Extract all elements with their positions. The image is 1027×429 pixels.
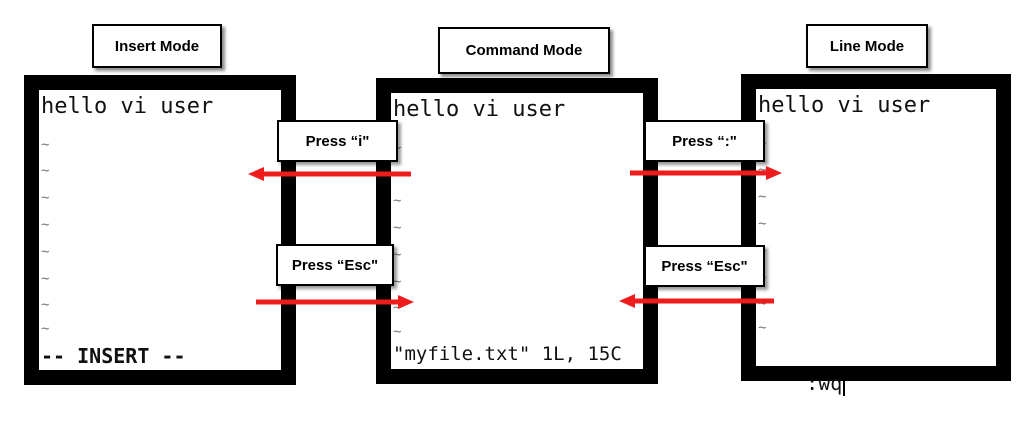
- tilde-marker: ~: [393, 324, 402, 340]
- tilde-marker: ~: [41, 321, 50, 337]
- tilde-marker: ~: [758, 216, 767, 232]
- tilde-marker: ~: [758, 189, 767, 205]
- insert-mode-title: Insert Mode: [92, 24, 222, 68]
- press-esc-insert-label: Press “Esc": [276, 244, 394, 286]
- tilde-marker: ~: [41, 244, 50, 260]
- tilde-marker: ~: [41, 271, 50, 287]
- line-mode-title: Line Mode: [806, 24, 928, 68]
- arrow-head-right: [398, 295, 414, 309]
- command-status-line: "myfile.txt" 1L, 15C: [393, 343, 622, 365]
- arrow-command-to-insert: [248, 167, 411, 181]
- text-cursor: [843, 373, 846, 396]
- line-status-text: :wq: [806, 371, 843, 395]
- arrow-insert-to-command: [256, 295, 414, 309]
- tilde-marker: ~: [758, 320, 767, 336]
- press-i-label: Press “i": [277, 120, 398, 162]
- tilde-marker: ~: [393, 300, 402, 316]
- tilde-marker: ~: [41, 297, 50, 313]
- insert-mode-screen: hello vi user ~ ~ ~ ~ ~ ~ ~ ~ -- INSERT …: [24, 75, 296, 385]
- insert-status-line: -- INSERT --: [41, 344, 186, 368]
- command-mode-title: Command Mode: [438, 27, 610, 74]
- arrow-command-to-line: [630, 166, 782, 180]
- tilde-marker: ~: [393, 220, 402, 236]
- press-esc-line-label: Press “Esc": [644, 245, 765, 287]
- arrow-head-left: [248, 167, 264, 181]
- insert-text-line: hello vi user: [41, 94, 214, 119]
- arrow-line-to-command: [619, 294, 774, 308]
- arrow-head-right: [766, 166, 782, 180]
- arrow-head-left: [619, 294, 635, 308]
- tilde-marker: ~: [41, 163, 50, 179]
- command-mode-screen: hello vi user ~ ~ ~ ~ ~ ~ ~ ~ "myfile.tx…: [376, 78, 658, 384]
- line-command-entry: :wq: [758, 347, 846, 420]
- tilde-marker: ~: [41, 217, 50, 233]
- line-mode-screen: hello vi user ~ ~ ~ ~ ~ ~ ~ ~ :wq: [741, 74, 1011, 396]
- tilde-marker: ~: [393, 274, 402, 290]
- line-text-line: hello vi user: [758, 93, 931, 118]
- tilde-marker: ~: [393, 247, 402, 263]
- press-colon-label: Press “:": [644, 120, 765, 162]
- tilde-marker: ~: [758, 162, 767, 178]
- command-text-line: hello vi user: [393, 97, 566, 122]
- tilde-marker: ~: [41, 137, 50, 153]
- tilde-marker: ~: [41, 190, 50, 206]
- tilde-marker: ~: [393, 193, 402, 209]
- tilde-marker: ~: [758, 296, 767, 312]
